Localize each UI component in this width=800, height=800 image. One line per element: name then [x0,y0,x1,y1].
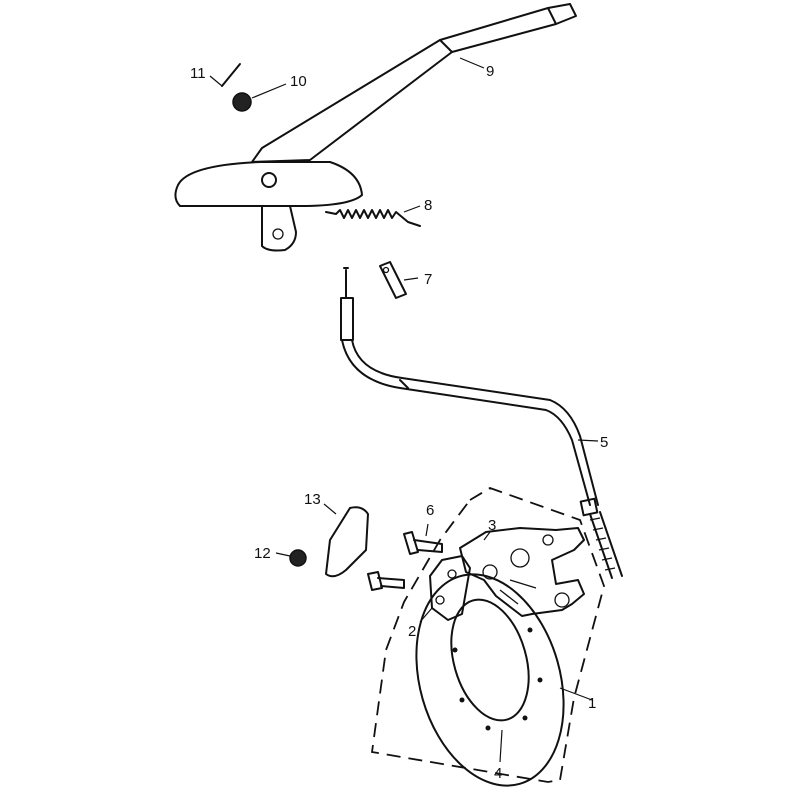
callout-5: 5 [600,434,608,451]
brake-lever [174,3,577,252]
cable-adjuster [379,261,407,299]
brake-cable [340,267,623,579]
callout-1: 1 [588,695,596,712]
pin [221,63,241,87]
caliper-bolts [367,531,443,591]
callout-12: 12 [254,545,271,562]
brake-disc [415,573,565,787]
leader-lines-secondary [209,75,337,557]
caliper-bracket [429,555,471,621]
callout-7: 7 [424,271,432,288]
callout-10: 10 [290,73,307,90]
callout-11: 11 [190,65,206,82]
cover-nut [289,549,307,567]
callout-9: 9 [486,63,494,80]
caliper-cover [325,506,369,578]
callout-3: 3 [488,517,496,534]
brake-caliper [459,527,585,617]
callout-2: 2 [408,623,416,640]
leader-lines [251,57,599,763]
return-spring [325,209,421,227]
callout-6: 6 [426,502,434,519]
callout-4: 4 [494,765,502,782]
callout-13: 13 [304,491,321,508]
callout-labels: 1 2 3 4 5 6 7 8 9 10 11 12 13 [190,63,608,782]
callout-8: 8 [424,197,432,214]
lever-nut [232,92,252,112]
